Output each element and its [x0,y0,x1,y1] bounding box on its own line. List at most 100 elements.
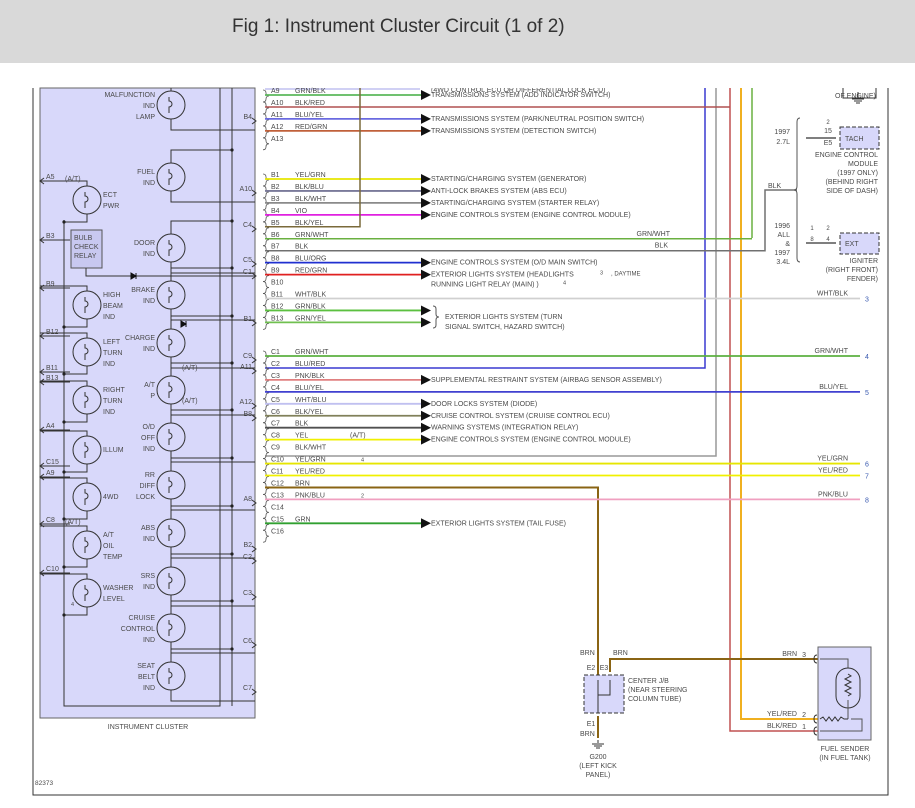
arrow-icon [421,422,431,433]
chevron-right-icon [251,557,257,565]
ecm-label: SIDE OF DASH) [826,188,878,195]
wire-color-label: YEL/GRN [295,172,326,179]
wire-right-label: YEL/GRN [817,456,848,463]
cluster-pin: B3 [46,233,55,240]
junction-dot [62,565,66,569]
cluster-pin: C3 [243,590,252,597]
connector-bracket-icon [262,233,270,247]
connector-pin: B12 [271,303,284,310]
wire-color-label: RED/GRN [295,124,327,131]
junction-dot [230,504,234,508]
chevron-right-icon [251,260,257,268]
chevron-right-icon [251,319,257,327]
connector-bracket-icon [262,305,270,318]
lamp-lead [40,332,88,338]
arrow-icon [421,125,431,136]
cluster-note: (A/T) [182,365,198,372]
jb-wire-label: BRN [580,650,595,657]
fuel-sender-box [817,646,872,741]
connector-bracket-icon [262,209,270,223]
ecm-tach-box [839,126,880,150]
resistor-icon [819,716,848,722]
wire-color-label: BLK/WHT [295,445,327,452]
lamp-label: ABS [141,525,155,532]
lamp-label: DIFF [139,483,155,490]
top-clipped-group: (4WD CONTROL ECU OR DIFFERENTIAL LOCK EC… [265,88,606,94]
wire-right-pin: 6 [865,462,869,469]
filament-icon [168,97,173,113]
ecm-pin: 15 [824,128,832,135]
lamp-label: LEFT [103,339,121,346]
junction-dot [230,408,234,412]
cluster-note: (A/T) [65,519,81,526]
lamp-label: MALFUNCTION [104,92,155,99]
cluster-pin: C2 [243,554,252,561]
ecm-box-label: TACH [845,136,864,143]
junction-dot [230,219,234,223]
cluster-pin: A12 [240,399,253,406]
filament-icon [168,169,173,185]
arrow-icon [421,410,431,421]
connector-pin: B2 [271,184,280,191]
ecm-label: ENGINE CONTROL [815,152,878,159]
cluster-pin: C7 [243,685,252,692]
lamp-lead [40,525,88,531]
igniter-ext-box [839,232,880,255]
wire-right-label: PNK/BLU [818,491,848,498]
wire-C12 [265,486,599,680]
wire-color-label: BLU/YEL [295,112,324,119]
igniter-label: IGNITER [850,258,878,265]
wire-color-label: GRN [295,516,311,523]
connector-bracket-icon [262,529,270,543]
lamp-lead [170,457,232,471]
wire-right-pin: 7 [865,474,869,481]
ecm-pin: 2 [826,120,830,126]
igniter-year: & [785,241,790,248]
chevron-right-icon [251,225,257,233]
wire-target: TRANSMISSIONS SYSTEM (ADD INDICATOR SWIT… [431,92,610,99]
connector-pin: C6 [271,409,280,416]
filament-icon [168,477,173,493]
connector-bracket-icon [262,281,270,294]
lamp-lead [170,267,232,281]
relay-label: CHECK [74,244,99,251]
wire-right-label: WHT/BLK [817,291,848,298]
arrow-icon [421,398,431,409]
chevron-right-icon [251,117,257,125]
wire-target: STARTING/CHARGING SYSTEM (GENERATOR) [431,176,586,183]
wire-color-label: BRN [295,480,310,487]
wire-color-label: GRN/YEL [295,315,326,322]
wire-color-label: VIO [295,208,308,215]
cluster-note: (A/T) [182,398,198,405]
arrow-icon [421,90,431,100]
connector-pin: A12 [271,124,284,131]
ecm-year: 1997 [774,129,790,136]
cluster-pin: A10 [240,186,253,193]
igniter-box-label: EXT [845,241,859,248]
wire-color-label: WHT/BLK [295,292,326,299]
connector-icon [813,654,818,664]
arrow-icon [421,434,431,445]
connector-bracket-icon [262,293,270,306]
figure-number: 82373 [35,780,53,787]
lamp-lead [170,315,232,329]
filament-icon [84,392,89,408]
chevron-right-icon [251,367,257,375]
lamp-label: CHARGE [125,335,155,342]
lamp-lead [40,477,88,483]
junction-dot [62,470,66,474]
junction-dot [62,220,66,224]
wire-color-label: BLU/ORG [295,256,327,263]
lamp-lead [170,149,232,163]
junction-dot [62,325,66,329]
cluster-pin: B8 [243,411,252,418]
igniter-label: FENDER) [847,276,878,283]
connector-pin: C2 [271,361,280,368]
lamp-lead [40,430,88,436]
wire-right-label: GRN/WHT [815,348,849,355]
fuel-sender-label: (IN FUEL TANK) [819,755,870,762]
diode-icon [180,320,187,328]
lamp-lead [64,366,88,375]
wire-target: SUPPLEMENTAL RESTRAINT SYSTEM (AIRBAG SE… [431,377,662,384]
wire-color-label: GRN/BLK [295,303,326,310]
